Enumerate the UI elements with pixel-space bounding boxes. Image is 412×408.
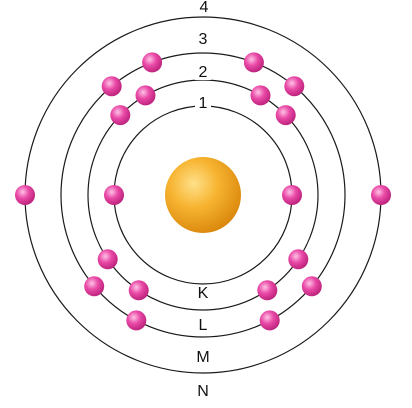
electron-m-4 <box>101 76 122 97</box>
shell-number-3: 3 <box>199 31 208 48</box>
electron-m-7 <box>259 310 280 331</box>
electron-l-2 <box>250 85 271 106</box>
shell-labels: 4 3 2 1 K L M N <box>193 0 213 400</box>
electron-m-5 <box>84 276 105 297</box>
electron-m-3 <box>142 52 163 73</box>
electrons <box>15 52 391 331</box>
electron-l-1 <box>275 105 296 126</box>
electron-m-2 <box>243 52 264 73</box>
electron-m-8 <box>301 276 322 297</box>
nucleus <box>165 157 241 233</box>
electron-m-1 <box>284 76 305 97</box>
electron-n-1 <box>371 185 391 205</box>
shell-ring-m <box>60 52 346 338</box>
shell-letter-m: M <box>196 349 209 366</box>
electron-l-4 <box>110 105 131 126</box>
shell-number-2: 2 <box>199 64 208 81</box>
electron-l-6 <box>128 280 149 301</box>
electron-l-7 <box>257 280 278 301</box>
shell-letter-k: K <box>198 285 209 302</box>
electron-k-2 <box>104 185 124 205</box>
electron-l-3 <box>135 85 156 106</box>
electron-n-2 <box>15 185 35 205</box>
shell-number-1: 1 <box>199 95 208 112</box>
shell-letter-n: N <box>197 383 209 400</box>
electron-l-8 <box>288 249 309 270</box>
electron-k-1 <box>282 185 302 205</box>
shell-letter-l: L <box>199 317 208 334</box>
electron-l-5 <box>97 249 118 270</box>
shell-number-4: 4 <box>200 0 209 16</box>
nucleus-sphere <box>165 157 241 233</box>
electron-m-6 <box>126 310 147 331</box>
